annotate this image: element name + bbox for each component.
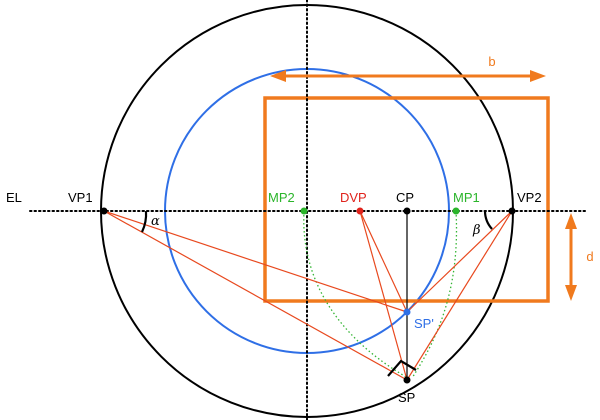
cp-label: CP — [396, 190, 414, 205]
line-vp1-sp-prime — [103, 210, 408, 313]
sp-prime-label: SP' — [414, 316, 434, 331]
mp2-point — [300, 207, 308, 215]
line-vp1-sp — [103, 210, 408, 381]
beta-angle-arc — [483, 210, 493, 230]
el-label: EL — [6, 190, 22, 205]
sp-prime-point — [403, 308, 411, 316]
dimension-b-arrow-right — [530, 70, 546, 82]
alpha-label: α — [151, 214, 160, 229]
dvp-point — [356, 207, 364, 215]
vp1-point — [100, 207, 108, 215]
dimension-d-arrow-bottom — [565, 285, 577, 301]
sp-label: SP — [398, 390, 415, 405]
mp1-label: MP1 — [453, 190, 480, 205]
cp-point — [403, 207, 411, 215]
construction-lines — [103, 210, 513, 381]
sp-point — [403, 376, 411, 384]
line-dvp-sp-prime — [359, 210, 408, 313]
right-angle-marker — [387, 359, 417, 377]
dimension-d-arrow-top — [565, 213, 577, 229]
dimension-d: d — [565, 213, 594, 301]
dimension-b-label: b — [488, 54, 495, 69]
beta-label: β — [472, 223, 481, 238]
line-vp2-sp — [406, 210, 513, 381]
dimension-d-label: d — [586, 249, 593, 264]
alpha-angle-arc — [140, 210, 148, 233]
dimension-b-arrow-left — [270, 70, 286, 82]
mp2-label: MP2 — [268, 190, 295, 205]
vp2-label: VP2 — [517, 190, 542, 205]
vp2-point — [508, 207, 516, 215]
dvp-label: DVP — [340, 190, 367, 205]
line-dvp-sp — [359, 210, 408, 381]
green-arc-right — [411, 210, 458, 379]
mp1-point — [452, 207, 460, 215]
line-vp2-sp-prime — [406, 210, 513, 313]
vp1-label: VP1 — [68, 190, 93, 205]
dimension-b: b — [270, 54, 546, 82]
